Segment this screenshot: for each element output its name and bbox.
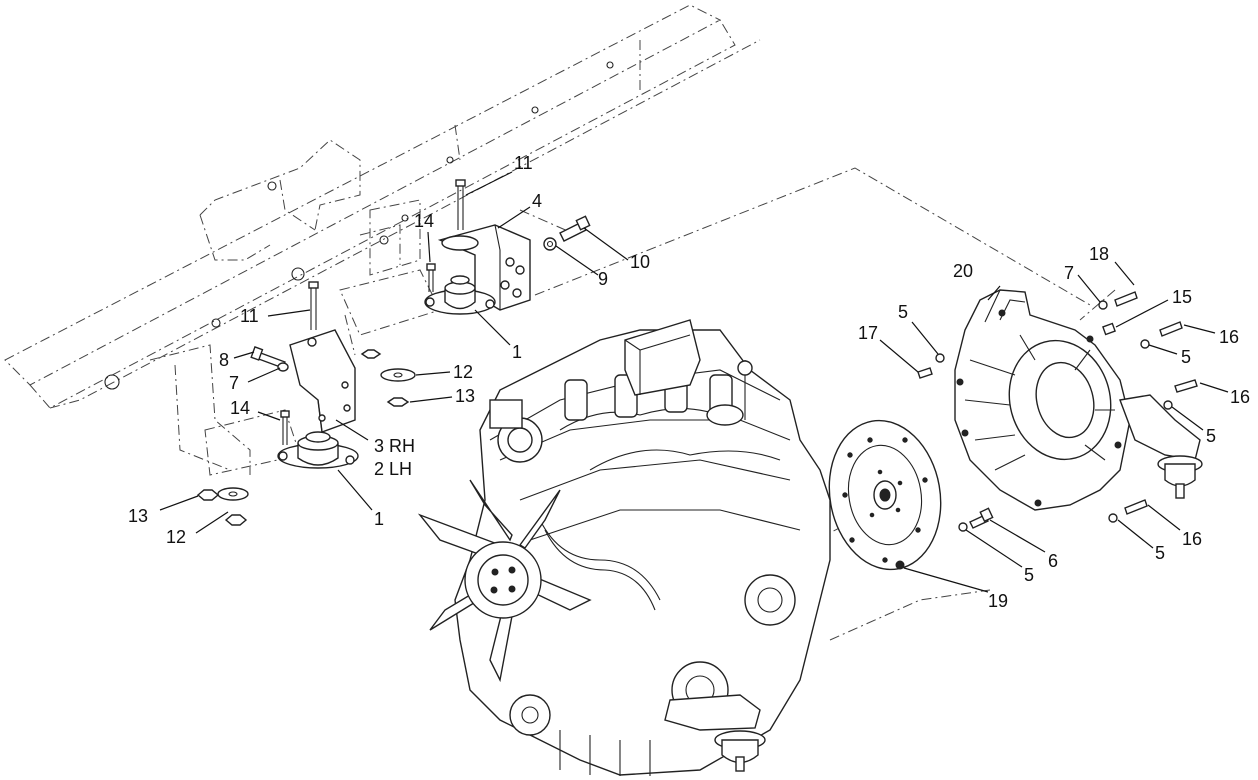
callout-13: 13 xyxy=(128,506,148,526)
cooling-fan xyxy=(417,479,592,736)
flexplate xyxy=(828,419,994,571)
callout-12: 12 xyxy=(166,527,186,547)
callout-labels: 11 4 14 10 9 11 1 8 7 12 13 14 3 RH 2 LH… xyxy=(128,153,1250,611)
callout-2-lh: 2 LH xyxy=(374,459,412,479)
callout-16: 16 xyxy=(1182,529,1202,549)
callout-12: 12 xyxy=(453,362,473,382)
callout-1: 1 xyxy=(374,509,384,529)
callout-16: 16 xyxy=(1219,327,1239,347)
callout-6: 6 xyxy=(1048,551,1058,571)
callout-8: 8 xyxy=(219,350,229,370)
callout-9: 9 xyxy=(598,269,608,289)
callout-13: 13 xyxy=(455,386,475,406)
callout-7: 7 xyxy=(1064,263,1074,283)
callout-7: 7 xyxy=(229,373,239,393)
callout-11: 11 xyxy=(514,153,533,173)
callout-5: 5 xyxy=(1206,426,1216,446)
callout-17: 17 xyxy=(858,323,878,343)
callout-5: 5 xyxy=(1155,543,1165,563)
engine-mount-lower xyxy=(196,281,359,526)
callout-10: 10 xyxy=(630,252,650,272)
callout-5: 5 xyxy=(1024,565,1034,585)
callout-5: 5 xyxy=(1181,347,1191,367)
callout-1: 1 xyxy=(512,342,522,362)
callout-15: 15 xyxy=(1172,287,1192,307)
engine-assembly xyxy=(454,319,831,776)
callout-18: 18 xyxy=(1089,244,1109,264)
callout-4: 4 xyxy=(532,191,542,211)
leader-lines xyxy=(159,171,1229,593)
engine-mount-upper xyxy=(360,179,591,407)
bell-housing xyxy=(917,289,1203,523)
callout-14: 14 xyxy=(414,211,434,231)
callout-14: 14 xyxy=(230,398,250,418)
callout-11: 11 xyxy=(240,306,259,326)
callout-19: 19 xyxy=(988,591,1008,611)
callout-3-rh: 3 RH xyxy=(374,436,415,456)
callout-16: 16 xyxy=(1230,387,1250,407)
callout-20: 20 xyxy=(953,261,973,281)
callout-5: 5 xyxy=(898,302,908,322)
